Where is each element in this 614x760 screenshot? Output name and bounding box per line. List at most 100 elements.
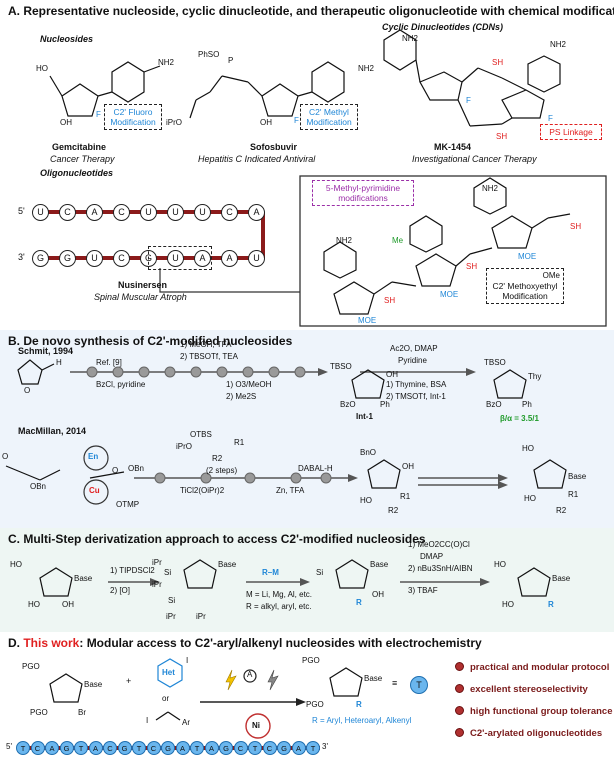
- c-oh-2: OH: [372, 590, 384, 599]
- nucleotide-bottom: U: [86, 250, 103, 267]
- dimer-moe-b: MOE: [440, 290, 459, 299]
- d-plus: +: [126, 676, 132, 686]
- schmit-cond3a: 1) O3/MeOH: [226, 380, 272, 389]
- sof-ipro-label: iPrO: [166, 118, 182, 127]
- nucleotide-bottom: G: [59, 250, 76, 267]
- panel-d-title-rest: : Modular access to C2'-aryl/alkenyl nuc…: [79, 636, 482, 650]
- panel-b-schemes: [5, 359, 567, 505]
- dimer-nh2-g: NH2: [336, 236, 353, 245]
- c-start-ho2: HO: [28, 600, 40, 609]
- mac-final-r2: R2: [556, 506, 567, 515]
- c-start-ho: HO: [10, 560, 22, 569]
- schmit-cond1: BzCl, pyridine: [96, 380, 146, 389]
- gem-nh2-label: NH2: [158, 58, 175, 67]
- c-prod-ho: HO: [494, 560, 506, 569]
- mac-otmp: OTMP: [116, 500, 140, 509]
- mac-final-base: Base: [568, 472, 587, 481]
- dimer-sh-b: SH: [466, 262, 478, 271]
- nucleotide-d: A: [204, 741, 219, 755]
- panel-c-scheme: [39, 559, 551, 597]
- c-step3b: DMAP: [420, 552, 444, 561]
- c-m-def: M = Li, Mg, Al, etc.: [246, 590, 313, 599]
- mk-nh2-top: NH2: [402, 34, 419, 43]
- nucleotide-bottom: C: [113, 250, 130, 267]
- mac-r1: R1: [234, 438, 245, 447]
- nucleotide-d: G: [161, 741, 175, 755]
- nucleotide-d: T: [16, 741, 30, 755]
- moe-box-text: C2' Methoxyethyl Modification: [492, 280, 558, 301]
- nucleotide-top: A: [86, 204, 103, 221]
- gemcitabine-sugar: [61, 83, 99, 117]
- feature-text: practical and modular protocol: [470, 662, 610, 673]
- int1-ph: Ph: [380, 400, 390, 409]
- schmit-cond5a: 1) Thymine, BSA: [386, 380, 447, 389]
- feature-item: practical and modular protocol: [455, 662, 609, 673]
- c-prod-r: R: [548, 600, 554, 609]
- ni-cycle: [245, 713, 271, 739]
- feature-item: C2'-arylated oligonucleotides: [455, 728, 602, 739]
- nucleotide-d: G: [117, 741, 132, 755]
- nucleotide-top: U: [32, 204, 49, 221]
- cat-cu: Cu: [89, 486, 100, 495]
- d-pgo-top: PGO: [22, 662, 40, 671]
- panel-c: C. Multi-Step derivatization approach to…: [0, 528, 614, 632]
- d-strand-3: 3': [322, 742, 328, 751]
- nucleotide-bottom: U: [167, 250, 184, 267]
- nucleotide-top: U: [194, 204, 211, 221]
- schmit-ratio: β/α = 3.5/1: [500, 414, 539, 423]
- int1-oh: OH: [386, 370, 398, 379]
- c-ipr-4: iPr: [196, 612, 206, 621]
- nucleotide-d: G: [59, 741, 74, 755]
- moe-ome-label: OMe: [542, 271, 560, 280]
- mac-final-ho2: HO: [524, 494, 536, 503]
- mac-final-ho: HO: [522, 444, 534, 453]
- prod-bzo: BzO: [486, 400, 502, 409]
- panel-a-title: A. Representative nucleoside, cyclic din…: [8, 4, 614, 18]
- d-prod-sugar: [329, 667, 363, 697]
- mac-final-r1: R1: [568, 490, 579, 499]
- d-i-top: I: [186, 656, 189, 665]
- panel-c-title: C. Multi-Step derivatization approach to…: [8, 532, 426, 546]
- nucleotide-d: A: [291, 741, 306, 755]
- mac-o-start: O: [2, 452, 9, 461]
- nucleotide-top: A: [248, 204, 265, 221]
- mac-obn-inter: OBn: [128, 464, 145, 473]
- ps-linkage-box: PS Linkage: [540, 124, 602, 141]
- nusinersen-use: Spinal Muscular Atroph: [94, 292, 187, 302]
- mk-sh-bottom: SH: [496, 132, 508, 141]
- d-het: Het: [162, 668, 175, 677]
- nucleotide-bottom: A: [194, 250, 211, 267]
- c-ipr-3: iPr: [166, 612, 176, 621]
- nucleotide-top: U: [140, 204, 157, 221]
- c-start-oh: OH: [62, 600, 74, 609]
- mac-bno: BnO: [360, 448, 377, 457]
- schmit-cond2a: 1) MeOH, TFA: [180, 340, 232, 349]
- schmit-cond3b: 2) Me2S: [226, 392, 257, 401]
- mac-r2-prod: R2: [388, 506, 399, 515]
- panel-d-title: D. This work: Modular access to C2'-aryl…: [8, 636, 482, 650]
- panel-d-title-prefix: D.: [8, 636, 24, 650]
- mac-cond3: DABAL-H: [298, 464, 333, 473]
- sof-nh2-label: NH2: [358, 64, 375, 73]
- nucleotide-d: T: [190, 741, 204, 755]
- c-step3a: 1) MeO2CC(O)Cl: [408, 540, 470, 549]
- d-sm-sugar: [49, 673, 83, 703]
- moe-box: OMe C2' Methoxyethyl Modification: [486, 268, 564, 304]
- nucleotide-d: C: [146, 741, 161, 755]
- mac-cond1: TiCl2(OiPr)2: [180, 486, 225, 495]
- d-het-ring: [157, 658, 183, 688]
- mac-r2: R2: [212, 454, 223, 463]
- panel-b: B. De novo synthesis of C2'-modified nuc…: [0, 330, 614, 528]
- mac-cond2: Zn, TFA: [276, 486, 305, 495]
- nucleotide-d: T: [74, 741, 88, 755]
- schmit-author: Schmit, 1994: [18, 346, 74, 356]
- nucleotide-bottom: G: [32, 250, 49, 267]
- schmit-cond4a: Ac2O, DMAP: [390, 344, 438, 353]
- bullet-icon: [455, 662, 464, 671]
- mac-oh: OH: [402, 462, 414, 471]
- sof-p-label: P: [228, 56, 234, 65]
- mac-ho: HO: [360, 496, 372, 505]
- c-step3c: 2) nBu3SnH/AIBN: [408, 564, 473, 573]
- nucleotide-d: G: [219, 741, 233, 755]
- cdn-label: Cyclic Dinucleotides (CDNs): [382, 22, 504, 32]
